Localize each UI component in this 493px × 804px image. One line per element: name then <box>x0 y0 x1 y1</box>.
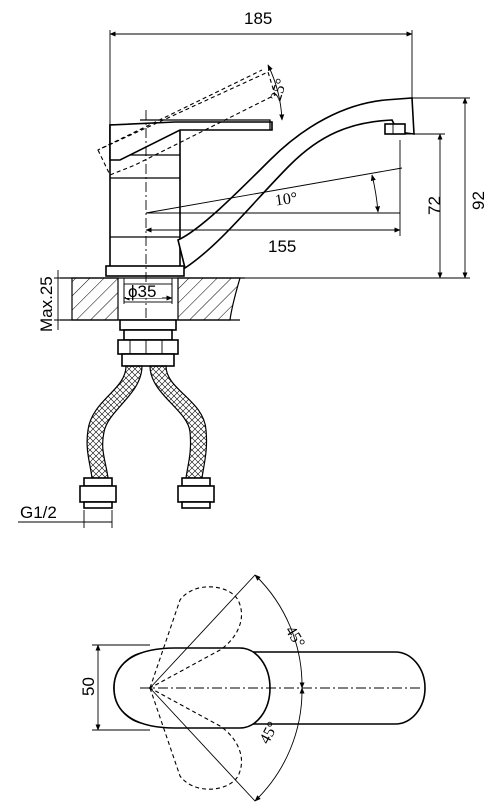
dim-spout-reach: 155 <box>145 140 401 256</box>
dim-height-outlet: 72 <box>405 133 445 279</box>
base-diameter-annotation: ϕ35 <box>123 278 173 304</box>
height-total-label: 92 <box>469 191 488 210</box>
base-diameter-label: ϕ35 <box>128 282 156 301</box>
flex-hoses <box>79 365 215 509</box>
countertop-section <box>60 277 245 321</box>
dim-overall-width: 185 <box>109 9 413 125</box>
spout-reach-label: 155 <box>268 237 296 256</box>
side-view: 25° 185 92 72 <box>18 9 488 528</box>
handle-angle-annotation: 25° <box>267 64 291 121</box>
lever-top <box>113 647 271 729</box>
lever-handle-raised <box>97 69 276 176</box>
dim-handle-width: 50 <box>79 644 150 731</box>
thread-annotation: G1/2 <box>18 503 113 528</box>
rotation-right-label: 45° <box>282 623 308 651</box>
lever-rotations <box>149 586 243 790</box>
spout-angle-label: 10° <box>274 190 299 210</box>
spout-angle-annotation: 10° <box>145 167 403 214</box>
handle-width-label: 50 <box>79 677 98 696</box>
handle-angle-label: 25° <box>268 77 291 104</box>
max-thickness-annotation: Max.25 <box>37 270 72 332</box>
mounting-assembly <box>117 283 179 367</box>
spout <box>177 97 415 270</box>
dim-height-total: 92 <box>186 97 488 279</box>
height-outlet-label: 72 <box>425 196 444 215</box>
overall-width-label: 185 <box>244 9 272 28</box>
max-thickness-label: Max.25 <box>37 276 56 332</box>
thread-label: G1/2 <box>20 503 57 522</box>
top-view: 45° 45° 50 <box>79 574 426 802</box>
